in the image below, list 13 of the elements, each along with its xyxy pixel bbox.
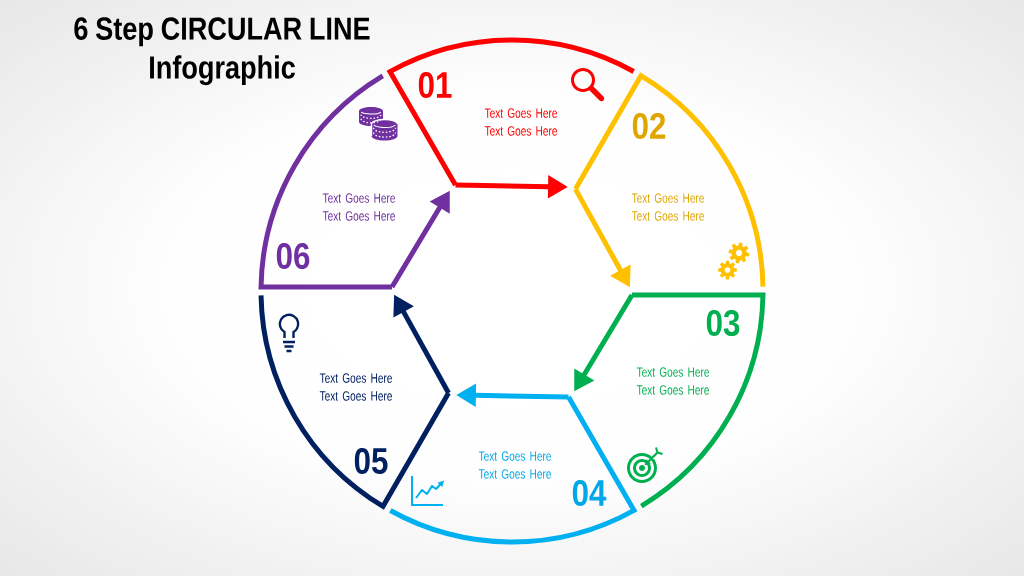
step-text: Text Goes Here Text Goes Here (322, 193, 395, 221)
step-number: 06 (276, 242, 310, 270)
step-text: Text Goes Here Text Goes Here (636, 367, 709, 395)
step-text: Text Goes Here Text Goes Here (478, 451, 551, 479)
step-number: 05 (354, 447, 388, 475)
step-text: Text Goes Here Text Goes Here (319, 373, 392, 401)
step-number: 02 (632, 112, 666, 140)
step-number: 01 (418, 71, 452, 99)
step-text: Text Goes Here Text Goes Here (631, 193, 704, 221)
step-number: 03 (706, 309, 740, 337)
step-number: 04 (572, 479, 607, 507)
title: 6 Step CIRCULAR LINE Infographic (74, 17, 370, 86)
step-text: Text Goes Here Text Goes Here (484, 108, 557, 136)
